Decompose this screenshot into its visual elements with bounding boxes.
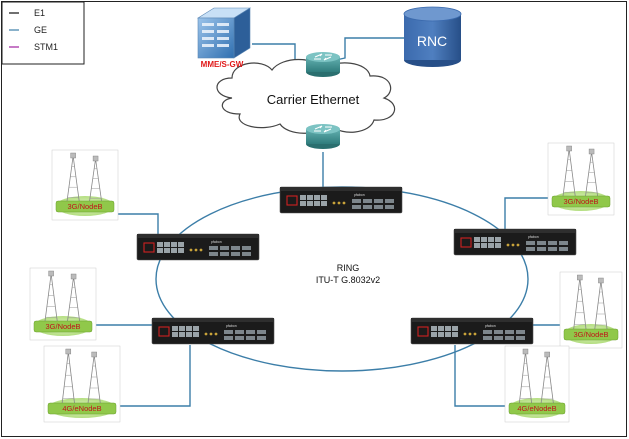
link-site5: [120, 345, 191, 407]
core-router-upper: [306, 52, 340, 77]
cloud-label: Carrier Ethernet: [267, 92, 360, 107]
legend-label-e1: E1: [34, 8, 45, 18]
ring-switch-device: pfabon: [136, 233, 260, 261]
site-badge: [551, 195, 611, 208]
device-brand-label: pfabon: [485, 324, 496, 328]
cell-site-6: 4G/eNodeB: [504, 345, 570, 423]
link-site2: [504, 197, 558, 229]
router-arrows-icon: [314, 125, 332, 133]
ring-switch-device: pfabon: [410, 317, 534, 345]
site-label: 4G/eNodeB: [62, 404, 101, 413]
site-label: 4G/eNodeB: [517, 404, 556, 413]
rnc-database: RNC: [403, 6, 462, 67]
carrier-ethernet-cloud: Carrier Ethernet: [216, 59, 396, 134]
ring-switch-device: pfabon: [453, 228, 577, 256]
site-label: 3G/NodeB: [563, 197, 598, 206]
link-mme-router: [252, 43, 305, 61]
legend-label-ge: GE: [34, 25, 47, 35]
ring-devices: pfabon pfabon pfabon pfabon pfabon: [136, 186, 577, 345]
console-port-icon: [417, 326, 429, 337]
cloud-shape: [216, 59, 396, 134]
legend: E1 GE STM1: [1, 1, 85, 65]
cell-site-1: 3G/NodeB: [51, 149, 119, 221]
device-brand-label: pfabon: [211, 240, 222, 244]
ge-links: [86, 37, 568, 407]
link-site6: [454, 345, 505, 407]
mme-label: MME/S-GW: [201, 60, 244, 69]
cell-sites: 3G/NodeB 3G/NodeB 3G/NodeB 3G/NodeB 4G/eNode…: [29, 142, 623, 423]
site-badge: [33, 320, 93, 333]
console-port-icon: [460, 237, 472, 248]
ring-switch-device: pfabon: [151, 317, 275, 345]
console-port-icon: [286, 195, 298, 206]
core-router-lower: [306, 124, 340, 149]
link-rnc-router: [335, 37, 408, 61]
console-port-icon: [143, 242, 155, 253]
cell-site-5: 4G/eNodeB: [43, 345, 121, 423]
ring-switch-device: pfabon: [279, 186, 403, 214]
site-badge: [55, 200, 115, 213]
site-badge: [508, 402, 566, 415]
link-site1: [105, 213, 159, 234]
cell-site-2: 3G/NodeB: [547, 142, 615, 216]
device-brand-label: pfabon: [528, 235, 539, 239]
site-badge: [563, 328, 619, 341]
device-brand-label: pfabon: [226, 324, 237, 328]
device-brand-label: pfabon: [354, 193, 365, 197]
site-label: 3G/NodeB: [67, 202, 102, 211]
cell-site-3: 3G/NodeB: [29, 267, 97, 341]
site-label: 3G/NodeB: [573, 330, 608, 339]
site-label: 3G/NodeB: [45, 322, 80, 331]
server-rack-icon: [202, 23, 229, 47]
rnc-label: RNC: [417, 33, 447, 49]
router-arrows-icon: [314, 53, 332, 61]
legend-box: [1, 1, 85, 65]
site-badge: [47, 402, 117, 415]
ring-label: RING: [337, 263, 360, 273]
mme-sgw-server: MME/S-GW: [196, 7, 252, 69]
cell-site-4: 3G/NodeB: [559, 271, 623, 349]
ring-protocol-label: ITU-T G.8032v2: [316, 275, 380, 285]
legend-label-stm1: STM1: [34, 42, 58, 52]
console-port-icon: [158, 326, 170, 337]
